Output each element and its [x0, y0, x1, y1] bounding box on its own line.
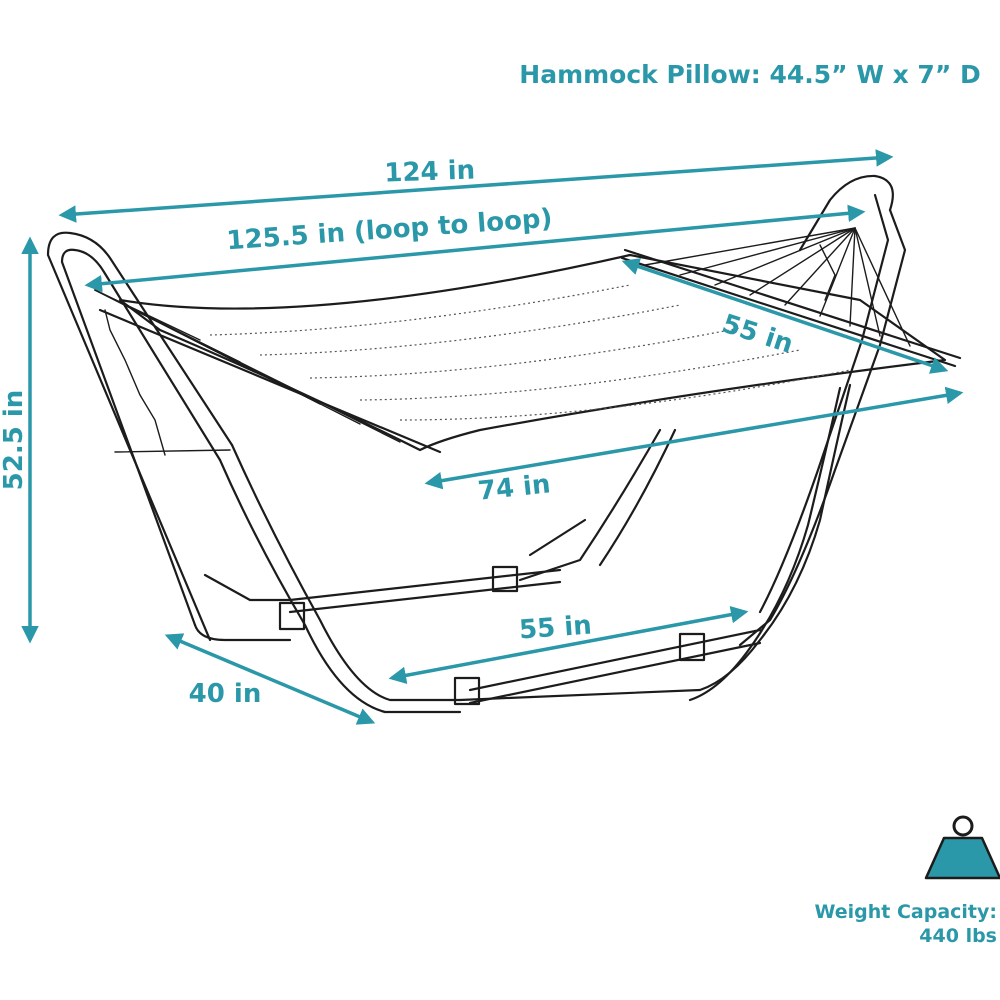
pillow-label: Hammock Pillow: 44.5” W x 7” D — [519, 60, 980, 89]
arrow-depth — [164, 633, 376, 725]
left-back-foot — [193, 623, 292, 642]
base-width-label: 55 in — [518, 611, 593, 646]
dimension-arrows — [21, 149, 964, 725]
arrow-bed-length — [424, 386, 964, 490]
chain-hook-bar — [114, 449, 231, 453]
arrow-base-width — [388, 605, 749, 685]
overall-length-label: 124 in — [384, 155, 476, 188]
weight-capacity-label: Weight Capacity: — [814, 901, 997, 923]
left-front-leg — [230, 443, 462, 702]
center-back-leg-left — [518, 428, 662, 582]
quilt-line — [209, 284, 631, 336]
back-base-bar — [288, 568, 562, 602]
arrow-loop-to-loop — [84, 204, 866, 293]
quilt-line — [399, 369, 851, 421]
quilt-line — [359, 349, 801, 401]
hammock-stand — [46, 174, 907, 714]
weight-icon — [924, 815, 1000, 880]
left-back-brace — [203, 573, 292, 602]
spreader-bar-left — [98, 308, 442, 454]
hammock-fabric — [118, 253, 947, 452]
arrow-overall-length — [58, 149, 894, 223]
connector-sleeve — [491, 565, 519, 593]
weight-capacity-value: 440 lbs — [919, 925, 997, 947]
hammock-bed — [94, 227, 962, 456]
loop-to-loop-label: 125.5 in (loop to loop) — [226, 204, 554, 257]
depth-label: 40 in — [189, 679, 262, 709]
ropes-left — [94, 289, 401, 443]
center-brace — [528, 518, 587, 557]
connector-sleeve — [278, 601, 306, 631]
back-base-bar-lower — [288, 580, 562, 614]
bed-length-label: 74 in — [476, 469, 551, 506]
quilt-line — [259, 304, 681, 356]
hanging-chain — [104, 309, 166, 456]
quilt-line — [309, 327, 741, 379]
arrow-bed-width — [621, 258, 949, 374]
height-label: 52.5 in — [0, 390, 29, 491]
